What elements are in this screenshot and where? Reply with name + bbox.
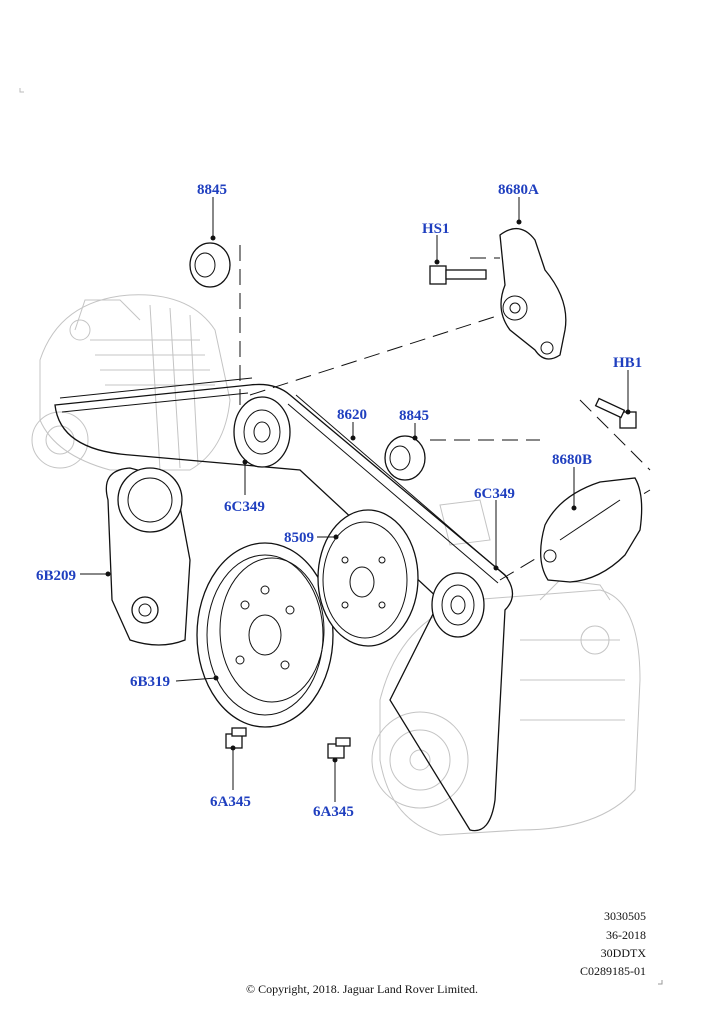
bolt-6a345-left [225, 727, 247, 749]
alternator-ghost [31, 294, 231, 471]
water-pump-pulley [317, 509, 419, 647]
doc-ref-line-4: C0289185-01 [580, 964, 646, 978]
belt-tensioner [105, 467, 191, 646]
callout-6a345-left: 6A345 [210, 794, 251, 810]
callout-8845-mid: 8845 [399, 408, 429, 424]
callout-6b209: 6B209 [36, 568, 76, 584]
bolt-hs1 [429, 265, 487, 285]
crankshaft-pulley [196, 542, 334, 728]
callout-8620: 8620 [337, 407, 367, 423]
crop-mark-bottom-right [658, 980, 663, 985]
bracket-8680b [540, 477, 643, 583]
callout-6c349-right: 6C349 [474, 486, 515, 502]
callout-hb1: HB1 [613, 355, 642, 371]
pulley-cap-mid [384, 435, 426, 481]
bolt-6a345-right [327, 737, 351, 759]
idler-pulley-left [233, 396, 291, 468]
doc-reference-block: 3030505 [604, 909, 646, 924]
drive-belt [54, 377, 514, 832]
leader-lines [80, 197, 631, 802]
bracket-8680a [499, 228, 567, 360]
callout-6b319: 6B319 [130, 674, 170, 690]
doc-ref-engine: 30DDTX [601, 946, 646, 961]
doc-ref-line-3: 30DDTX [600, 946, 646, 960]
callout-hs1: HS1 [422, 221, 450, 237]
idler-pulley-right [431, 572, 485, 638]
callout-8845-top: 8845 [197, 182, 227, 198]
crop-mark-top-left [19, 88, 24, 93]
callout-8680b: 8680B [552, 452, 592, 468]
pulley-cap-top [189, 242, 231, 288]
callout-8509: 8509 [284, 530, 314, 546]
copyright-notice: © Copyright, 2018. Jaguar Land Rover Lim… [245, 982, 479, 996]
doc-ref-number: C0289185-01 [580, 964, 646, 979]
doc-ref-date: 36-2018 [606, 928, 646, 943]
callout-8680a: 8680A [498, 182, 539, 198]
callout-6c349-left: 6C349 [224, 499, 265, 515]
doc-ref-line-1: 3030505 [604, 909, 646, 923]
doc-ref-line-2: 36-2018 [606, 928, 646, 942]
callout-6a345-right: 6A345 [313, 804, 354, 820]
